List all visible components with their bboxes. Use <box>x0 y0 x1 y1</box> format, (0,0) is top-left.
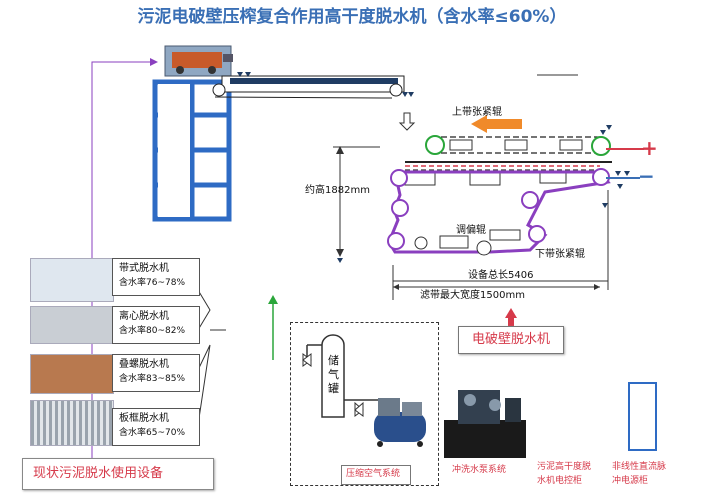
air-tank-drawing <box>306 334 380 418</box>
equipment-name: 离心脱水机 <box>119 311 169 322</box>
equipment-item-4: 板框脱水机 含水率65~70% <box>112 408 200 446</box>
total-length-label: 设备总长5406 <box>468 270 534 281</box>
connector-arrow-icon <box>150 58 158 66</box>
centrifuge-image <box>30 306 114 344</box>
feeder-machine-image <box>164 45 233 77</box>
plus-sign: + <box>641 136 658 160</box>
equipment-name: 叠螺脱水机 <box>119 359 169 370</box>
adjust-unit <box>439 235 469 249</box>
plate-press-image <box>30 400 114 446</box>
upper-roller-label: 上带张紧辊 <box>452 107 502 118</box>
lower-roller-label: 下带张紧辊 <box>535 249 585 260</box>
feed-down-arrow-icon <box>398 112 416 131</box>
equipment-rate: 含水率83~85% <box>119 374 185 384</box>
red-up-arrow-icon <box>505 308 517 326</box>
equipment-rate: 含水率80~82% <box>119 326 185 336</box>
equipment-name: 板框脱水机 <box>119 413 169 424</box>
equipment-name: 带式脱水机 <box>119 263 169 274</box>
equipment-item-1: 带式脱水机 含水率76~78% <box>112 258 200 296</box>
air-system-label: 压缩空气系统 <box>346 469 401 479</box>
lower-tension-unit <box>489 229 521 241</box>
belt-press-image <box>30 258 114 302</box>
air-system-group <box>290 322 439 486</box>
cabinet-label-1: 污泥高干度脱 <box>537 462 592 472</box>
control-cabinet <box>628 382 657 451</box>
power-label-1: 非线性直流脉 <box>612 462 667 472</box>
press-belt-lines <box>405 165 600 171</box>
frame-fill-left <box>158 84 190 217</box>
pump-label: 冲洗水泵系统 <box>452 465 507 475</box>
triangle-markers-right <box>600 125 630 208</box>
conveyor <box>212 75 405 99</box>
valve-icons <box>302 353 364 417</box>
length-dimensions <box>392 190 609 300</box>
page-title: 污泥电破壁压榨复合作用高干度脱水机（含水率≤60%） <box>137 7 567 27</box>
air-system-label-box: 压缩空气系统 <box>341 465 411 485</box>
belt-width-label: 滤带最大宽度1500mm <box>420 290 525 301</box>
equipment-item-2: 离心脱水机 含水率80~82% <box>112 306 200 344</box>
existing-equipment-caption-box: 现状污泥脱水使用设备 <box>22 458 214 490</box>
green-up-arrow-icon <box>268 295 278 304</box>
adjust-roller-label: 调偏辊 <box>456 225 486 236</box>
existing-equipment-caption: 现状污泥脱水使用设备 <box>33 466 164 481</box>
power-label-2: 冲电源柜 <box>612 476 649 486</box>
cabinet-label-2: 水机电控柜 <box>537 476 583 486</box>
height-dimension <box>333 146 380 263</box>
height-label: 约高1882mm <box>305 185 370 196</box>
equipment-bracket <box>197 289 226 426</box>
compressor-image <box>374 398 426 447</box>
tank-label: 储气罐 <box>328 354 339 395</box>
machine-name-box: 电破壁脱水机 <box>458 326 564 354</box>
triangle-markers-top <box>237 72 414 97</box>
water-pump-image <box>444 390 526 458</box>
equipment-item-3: 叠螺脱水机 含水率83~85% <box>112 354 200 392</box>
rollers <box>387 135 611 256</box>
machine-name-label: 电破壁脱水机 <box>471 332 550 347</box>
equipment-rate: 含水率76~78% <box>119 278 185 288</box>
screw-press-image <box>30 354 114 394</box>
minus-sign: − <box>638 164 655 188</box>
orange-arrowhead-icon <box>471 115 487 133</box>
equipment-rate: 含水率65~70% <box>119 428 185 438</box>
upper-belt <box>432 136 600 154</box>
